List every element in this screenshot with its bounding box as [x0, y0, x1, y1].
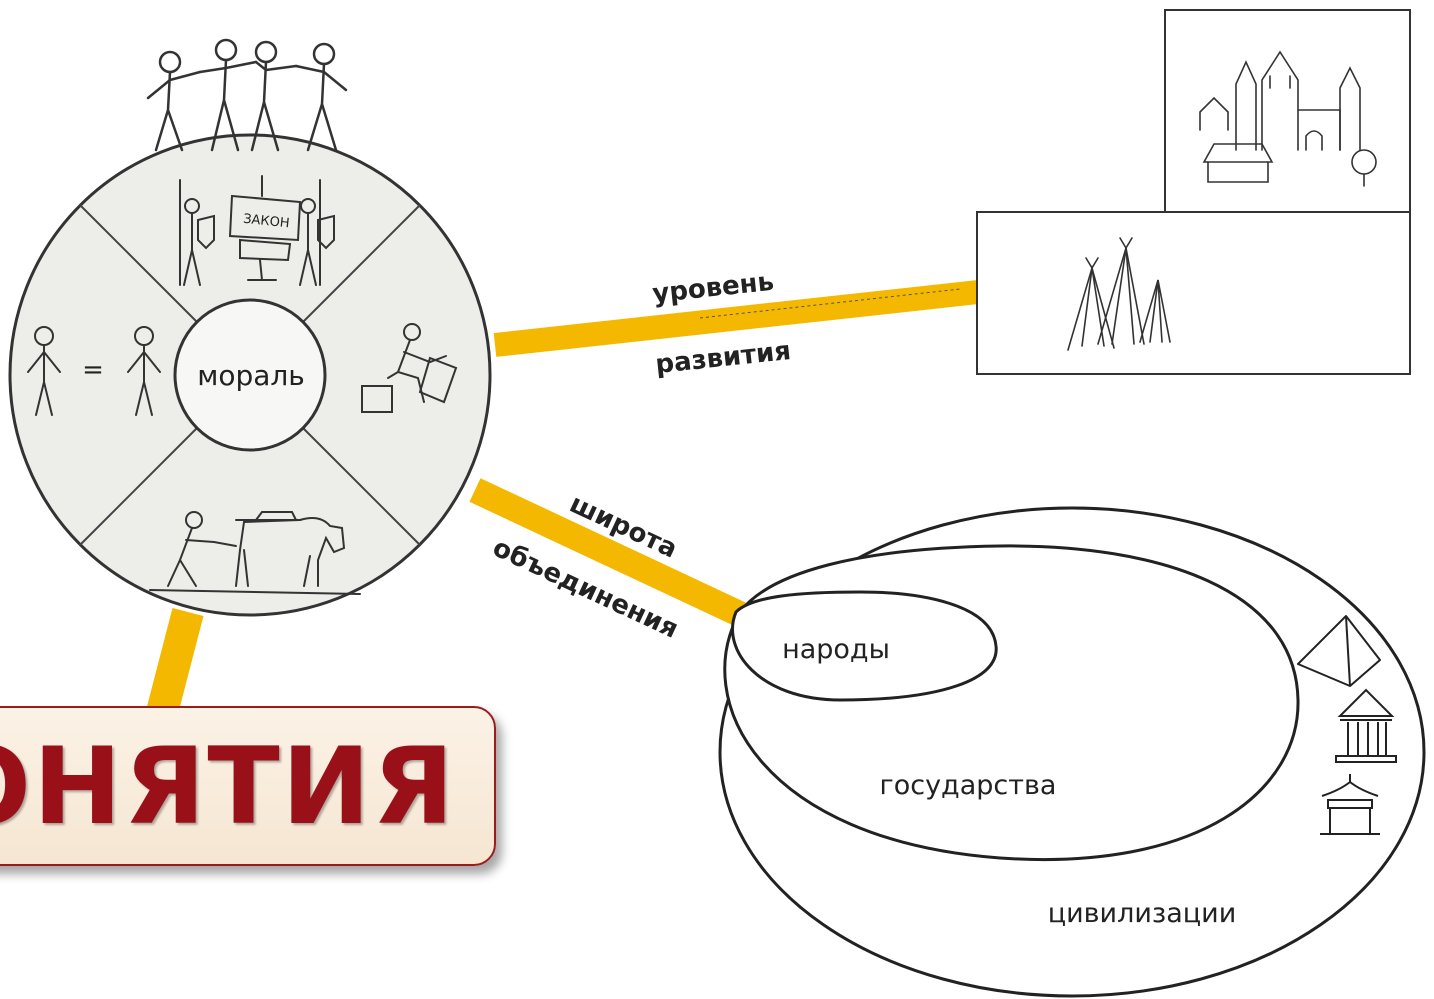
- people-holding-hands-icon: [146, 38, 348, 152]
- tipi-panel: [976, 211, 1411, 375]
- law-scroll-guards-icon: [179, 175, 335, 286]
- title-box: ОНЯТИЯ: [0, 706, 496, 866]
- development-label-top: уровень: [651, 267, 775, 310]
- peoples-label: народы: [782, 634, 890, 665]
- pyramid-icon: [1297, 615, 1381, 687]
- tipi-icon: [1067, 237, 1171, 351]
- ploughing-icon: [149, 511, 361, 595]
- connector-dashed-rule: [699, 288, 961, 319]
- civilizations-label: цивилизации: [1048, 898, 1237, 929]
- peoples-ellipse: [731, 590, 998, 702]
- equality-sign: =: [82, 355, 104, 385]
- temple-icon: [1335, 688, 1397, 763]
- castle-panel: [1164, 9, 1411, 213]
- equal-people-icon: [27, 326, 161, 416]
- pagoda-icon: [1320, 774, 1380, 835]
- connector-union: [469, 478, 754, 630]
- castle-icon: [1199, 50, 1377, 187]
- states-label: государства: [880, 770, 1057, 801]
- law-scroll-text: ЗАКОН: [242, 212, 290, 232]
- morality-label: мораль: [197, 359, 305, 392]
- development-label-bottom: развития: [654, 336, 792, 380]
- connector-development: [493, 280, 980, 357]
- person-writing-icon: [361, 323, 458, 413]
- development-box: [976, 9, 1411, 375]
- nested-ellipses: [718, 506, 1426, 998]
- morality-wheel: мораль ЗАКОН: [8, 38, 492, 617]
- connector-title: [144, 607, 204, 725]
- page-title: ОНЯТИЯ: [0, 724, 456, 848]
